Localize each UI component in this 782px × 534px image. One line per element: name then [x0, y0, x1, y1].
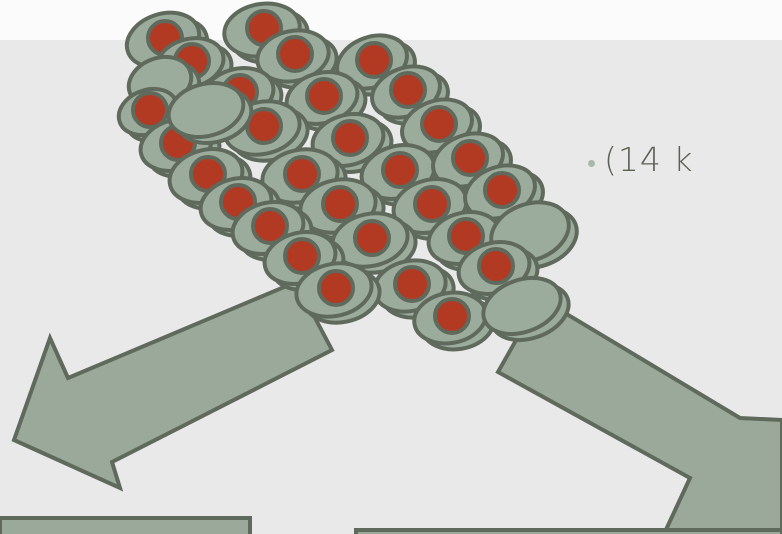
histone-core: [331, 119, 369, 157]
histone-core: [381, 151, 419, 189]
nucleosome-bead: [481, 275, 563, 337]
histone-core: [477, 247, 515, 285]
histone-core: [389, 71, 427, 109]
histone-core: [283, 237, 321, 275]
arrow-down-right-icon: [495, 295, 782, 534]
arrow-down-left-icon: [11, 279, 335, 492]
histone-core: [317, 269, 355, 307]
histone-core: [447, 217, 485, 255]
histone-core: [451, 139, 489, 177]
bullet-icon: [588, 160, 595, 167]
right-box: [354, 528, 782, 534]
histone-core: [321, 185, 359, 223]
nucleosome-bead: [166, 81, 246, 139]
histone-core: [305, 77, 343, 115]
histone-core: [420, 105, 458, 143]
nucleosome-cluster-icon: [116, 1, 579, 352]
histone-core: [433, 297, 471, 335]
histone-core: [276, 35, 314, 73]
histone-core: [355, 41, 393, 79]
histone-core: [353, 219, 391, 257]
histone-core: [413, 185, 451, 223]
bullet-text: (14 k: [604, 140, 694, 179]
histone-core: [483, 171, 521, 209]
histone-core: [393, 265, 431, 303]
left-box: [0, 516, 252, 534]
histone-core: [251, 207, 289, 245]
histone-core: [283, 155, 321, 193]
histone-core: [131, 91, 169, 129]
